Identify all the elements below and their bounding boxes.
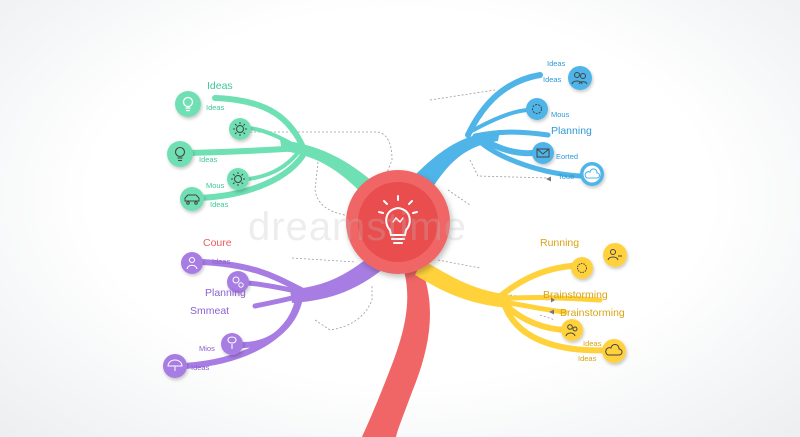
blue-node-4 [580, 162, 604, 186]
green-label-3: Mous [206, 181, 225, 190]
purple-label-3: Planning [205, 287, 246, 299]
blue-node-3 [532, 142, 554, 164]
branch-red-trunk [362, 255, 430, 437]
gears-icon [232, 276, 244, 288]
cloud-icon [584, 168, 601, 179]
branch-yellow [415, 260, 613, 354]
yellow-node-4 [602, 339, 626, 363]
blue-node-2 [526, 98, 548, 120]
purple-label-1: Coure [203, 237, 232, 249]
yellow-label-5: Ideas [578, 354, 597, 363]
watermark: dreamstime [248, 205, 467, 249]
yellow-label-1: Running [540, 237, 580, 249]
sun-gear-icon [231, 172, 245, 186]
blue-node-1 [568, 66, 592, 90]
yellow-node-3 [561, 319, 583, 341]
yellow-label-4: Ideas [583, 339, 602, 348]
center-node [346, 170, 450, 274]
cloud-icon [605, 344, 623, 356]
lightbulb-icon [182, 96, 194, 112]
dotted-connectors [250, 89, 556, 331]
lightbulb-icon [378, 195, 418, 244]
people-icon [565, 324, 578, 337]
green-label-4: Ideas [210, 200, 229, 209]
branch-blue [410, 72, 583, 195]
yellow-label-2: Brainstorming [543, 289, 608, 301]
car-icon [184, 194, 200, 205]
green-node-5 [180, 187, 204, 211]
yellow-node-2 [571, 257, 593, 279]
arrow-icon [546, 176, 551, 182]
green-label-1: Ideas [206, 103, 225, 112]
person-icon [607, 249, 622, 261]
green-title: Ideas [207, 80, 233, 92]
blue-label-4: Planning [551, 125, 592, 137]
blue-label-6: Toue [558, 172, 575, 181]
purple-label-2: Ideas [212, 257, 231, 266]
people-icon [571, 72, 588, 85]
gear-icon [577, 263, 587, 273]
sun-gear-icon [233, 122, 247, 136]
arrow-icon [551, 297, 555, 303]
green-node-4 [227, 168, 249, 190]
arrow-marks [546, 176, 555, 315]
blue-label-5: Eorted [556, 152, 579, 161]
blue-label-3: Mous [551, 110, 570, 119]
green-node-3 [167, 141, 193, 167]
branch-green [185, 95, 382, 201]
green-label-2: Ideas [199, 155, 218, 164]
purple-label-6: Ideas [191, 363, 210, 372]
purple-node-3 [221, 333, 243, 355]
purple-label-5: Mios [199, 344, 215, 353]
green-node-2 [229, 118, 251, 140]
purple-node-2 [227, 271, 249, 293]
purple-label-4: Smmeat [190, 305, 230, 317]
purple-node-1 [181, 252, 203, 274]
yellow-label-3: Brainstorming [560, 307, 625, 319]
person-icon [186, 256, 198, 270]
umbrella-icon [167, 359, 183, 371]
envelope-icon [536, 148, 550, 158]
tree-icon [227, 336, 237, 349]
branch-purple [182, 255, 382, 369]
arrow-icon [549, 309, 554, 315]
green-node-1 [175, 91, 201, 117]
blue-label-1: Ideas [547, 59, 566, 68]
blue-label-2: Ideas [543, 75, 562, 84]
yellow-node-1 [603, 243, 627, 267]
ring-icon [532, 104, 542, 114]
lightbulb-icon [174, 146, 186, 162]
purple-node-4 [163, 354, 187, 378]
